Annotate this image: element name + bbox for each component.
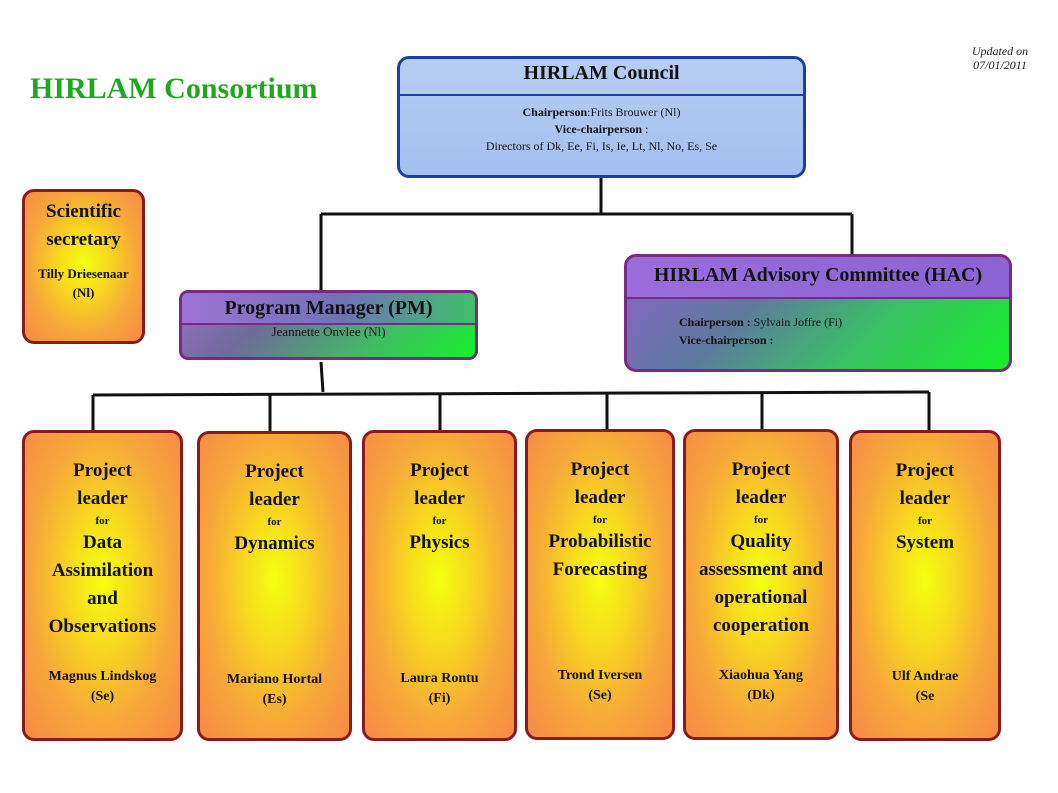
updated-date-note: Updated on 07/01/2011 xyxy=(950,44,1050,72)
project-leader-country: (Se) xyxy=(588,688,612,703)
secretary-title-line: secretary xyxy=(46,229,121,250)
hac-vice-label: Vice-chairperson : xyxy=(679,333,774,347)
leader-word: leader xyxy=(77,488,128,509)
for-word: for xyxy=(267,516,282,528)
project-area: Quality assessment and operational coope… xyxy=(686,528,836,640)
project-leader-name: Ulf Andrae xyxy=(891,669,959,684)
project-heading: Project leader xyxy=(200,458,349,514)
project-leader-name: Magnus Lindskog xyxy=(48,669,157,684)
project-area-line: System xyxy=(895,532,955,553)
project-area-line: Quality xyxy=(730,531,792,552)
project-area: Physics xyxy=(365,529,514,557)
for-word: for xyxy=(432,515,447,527)
hac-chairperson: Chairperson : Sylvain Joffre (Fi) xyxy=(627,313,1009,331)
project-word: Project xyxy=(570,459,630,480)
project-area-line: and xyxy=(87,588,118,609)
project-leader-person: Mariano Hortal (Es) xyxy=(200,670,349,710)
project-area-line: Forecasting xyxy=(552,559,648,580)
project-area-line: Probabilistic xyxy=(548,531,652,552)
leader-word: leader xyxy=(899,488,951,509)
updated-label: Updated on xyxy=(971,44,1029,58)
hac-vice-chairperson: Vice-chairperson : xyxy=(627,331,1009,349)
project-leader-name: Mariano Hortal xyxy=(226,672,323,687)
secretary-country: (Nl) xyxy=(72,285,95,300)
council-chair-value: :Frits Brouwer (Nl) xyxy=(587,105,681,119)
leader-word: leader xyxy=(249,489,300,510)
project-leader-person: Ulf Andrae (Se xyxy=(852,667,998,707)
project-box-data-assimilation: Project leader for Data Assimilation and… xyxy=(22,430,183,741)
leader-word: leader xyxy=(414,488,465,509)
scientific-secretary-box: Scientific secretary Tilly Driesenaar (N… xyxy=(22,189,145,344)
project-area: System xyxy=(852,529,998,557)
project-box-quality-assessment: Project leader for Quality assessment an… xyxy=(683,429,839,740)
project-heading: Project leader xyxy=(25,457,180,513)
project-leader-country: (Fi) xyxy=(428,691,451,706)
hac-chair-label: Chairperson : xyxy=(679,315,754,329)
program-manager-title: Program Manager (PM) xyxy=(182,293,475,325)
project-area-line: Observations xyxy=(48,616,157,637)
program-manager-box: Program Manager (PM) Jeannette Onvlee (N… xyxy=(179,290,478,360)
advisory-committee-box: HIRLAM Advisory Committee (HAC) Chairper… xyxy=(624,254,1012,372)
project-leader-name: Laura Rontu xyxy=(400,671,479,686)
project-heading: Project leader xyxy=(365,457,514,513)
project-area: Probabilistic Forecasting xyxy=(528,528,672,584)
council-vice-value: : xyxy=(642,122,649,136)
secretary-name: Tilly Driesenaar xyxy=(38,266,129,281)
project-area: Dynamics xyxy=(200,530,349,558)
project-area-line: Assimilation xyxy=(51,560,154,581)
project-leader-name: Xiaohua Yang xyxy=(719,668,803,683)
project-area-line: assessment and xyxy=(698,559,824,580)
secretary-title: Scientific secretary xyxy=(25,198,142,254)
project-leader-person: Magnus Lindskog (Se) xyxy=(25,667,180,707)
project-heading: Project leader xyxy=(852,457,998,513)
project-box-physics: Project leader for Physics Laura Rontu (… xyxy=(362,430,517,741)
project-area-line: cooperation xyxy=(712,615,810,636)
project-word: Project xyxy=(731,459,791,480)
project-leader-country: (Dk) xyxy=(747,688,775,703)
project-area: Data Assimilation and Observations xyxy=(25,529,180,641)
for-word: for xyxy=(95,515,110,527)
project-heading: Project leader xyxy=(686,456,836,512)
hac-chair-value: Sylvain Joffre (Fi) xyxy=(753,315,843,329)
project-word: Project xyxy=(895,460,955,481)
advisory-committee-title: HIRLAM Advisory Committee (HAC) xyxy=(627,257,1009,299)
project-leader-country: (Es) xyxy=(262,692,287,707)
project-area-line: Data xyxy=(82,532,123,553)
for-word: for xyxy=(917,515,933,527)
secretary-title-line: Scientific xyxy=(46,201,121,222)
project-box-system: Project leader for System Ulf Andrae (Se xyxy=(849,430,1001,741)
project-area-line: operational xyxy=(714,587,808,608)
council-directors: Directors of Dk, Ee, Fi, Is, Ie, Lt, Nl,… xyxy=(485,139,718,153)
council-chairperson: Chairperson:Frits Brouwer (Nl) xyxy=(400,104,803,121)
for-word: for xyxy=(592,514,608,526)
project-leader-name: Trond Iversen xyxy=(557,668,643,683)
project-box-dynamics: Project leader for Dynamics Mariano Hort… xyxy=(197,431,352,741)
project-heading: Project leader xyxy=(528,456,672,512)
project-leader-country: (Se) xyxy=(90,689,115,704)
council-chair-label: Chairperson xyxy=(522,105,588,119)
program-manager-name: Jeannette Onvlee (Nl) xyxy=(271,324,386,339)
secretary-person: Tilly Driesenaar (Nl) xyxy=(25,264,142,302)
project-box-probabilistic-forecasting: Project leader for Probabilistic Forecas… xyxy=(525,429,675,740)
project-leader-person: Trond Iversen (Se) xyxy=(528,666,672,706)
project-leader-person: Laura Rontu (Fi) xyxy=(365,669,514,709)
project-word: Project xyxy=(245,461,304,482)
council-title: HIRLAM Council xyxy=(400,59,803,96)
project-leader-person: Xiaohua Yang (Dk) xyxy=(686,666,836,706)
project-word: Project xyxy=(73,460,132,481)
leader-word: leader xyxy=(735,487,787,508)
project-word: Project xyxy=(410,460,469,481)
project-area-line: Physics xyxy=(409,532,470,553)
project-area-line: Dynamics xyxy=(234,533,315,554)
for-word: for xyxy=(753,514,769,526)
council-vice-label: Vice-chairperson xyxy=(554,122,643,136)
council-box: HIRLAM Council Chairperson:Frits Brouwer… xyxy=(397,56,806,178)
page-title: HIRLAM Consortium xyxy=(30,72,318,105)
updated-date: 07/01/2011 xyxy=(973,58,1027,72)
council-vice-chairperson: Vice-chairperson : xyxy=(400,121,803,138)
project-leader-country: (Se xyxy=(915,689,935,704)
leader-word: leader xyxy=(574,487,626,508)
